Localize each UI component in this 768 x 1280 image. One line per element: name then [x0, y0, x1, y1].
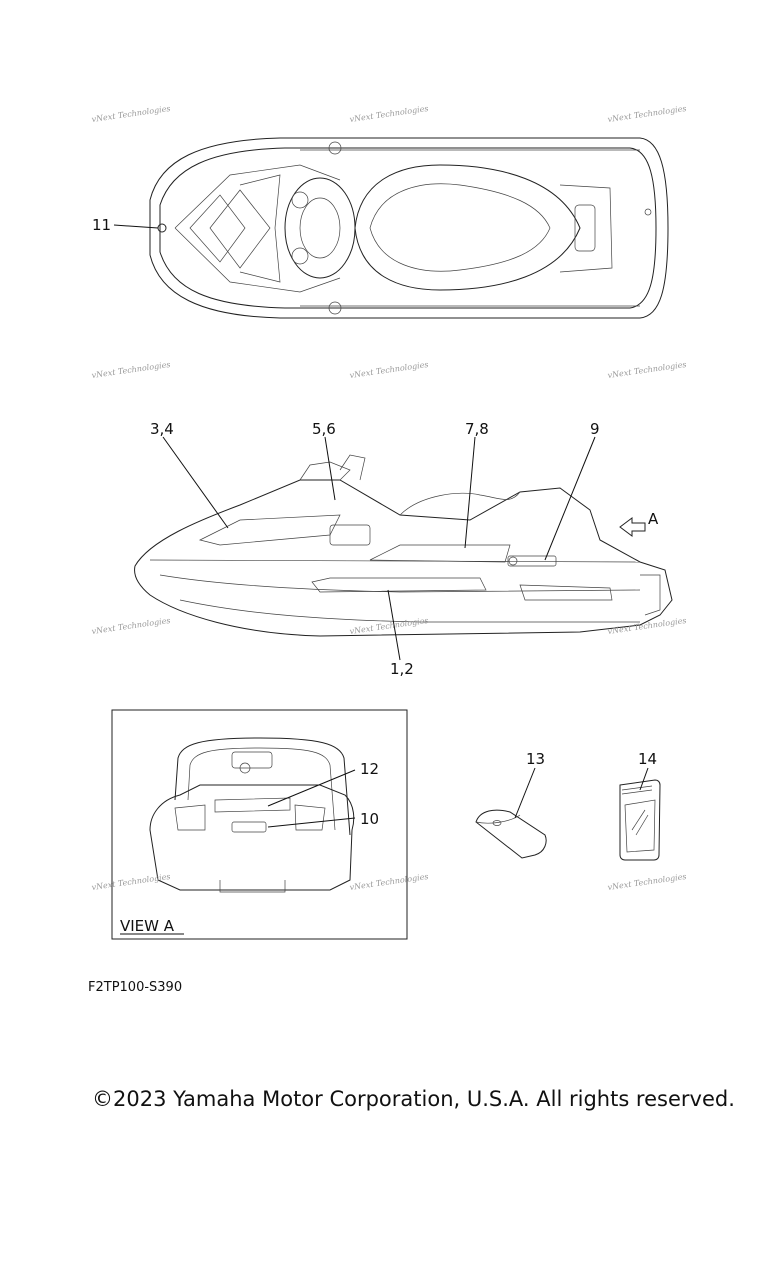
- part-code: F2TP100-S390: [88, 980, 182, 995]
- callout-10: 10: [360, 810, 379, 828]
- watermark: vNext Technologies: [349, 872, 429, 892]
- watermark: vNext Technologies: [91, 616, 171, 636]
- callout-12: 12: [360, 760, 379, 778]
- leader-1-2: [387, 589, 401, 661]
- callout-3-4: 3,4: [150, 420, 174, 438]
- leader-13: [514, 767, 536, 819]
- manual-pouch-13: [475, 809, 547, 859]
- leader-3-4: [162, 436, 229, 529]
- document-holder-14: [619, 779, 661, 861]
- watermark: vNext Technologies: [91, 360, 171, 380]
- watermark: vNext Technologies: [91, 104, 171, 124]
- watermark: vNext Technologies: [607, 872, 687, 892]
- copyright-notice: ©2023 Yamaha Motor Corporation, U.S.A. A…: [92, 1087, 735, 1111]
- watermark: vNext Technologies: [349, 104, 429, 124]
- callout-5-6: 5,6: [312, 420, 336, 438]
- view-a-frame: [111, 709, 408, 940]
- callout-1-2: 1,2: [390, 660, 414, 678]
- watermark: vNext Technologies: [349, 616, 429, 636]
- watermark: vNext Technologies: [607, 616, 687, 636]
- watermark: vNext Technologies: [91, 872, 171, 892]
- leader-9: [544, 436, 596, 561]
- leader-14: [639, 767, 649, 791]
- leader-7-8: [464, 436, 476, 549]
- leader-5-6: [324, 436, 336, 501]
- top-view-watercraft: [149, 137, 669, 319]
- callout-13: 13: [526, 750, 545, 768]
- rear-view-watercraft: [149, 737, 355, 893]
- callout-14: 14: [638, 750, 657, 768]
- callout-11: 11: [92, 216, 111, 234]
- watermark: vNext Technologies: [607, 104, 687, 124]
- watermarks: vNext Technologies vNext Technologies vN…: [91, 104, 687, 892]
- leader-10: [267, 817, 356, 828]
- watermark: vNext Technologies: [607, 360, 687, 380]
- callout-7-8: 7,8: [465, 420, 489, 438]
- side-view-watercraft: [134, 454, 673, 637]
- view-a-arrow-icon: [619, 517, 646, 537]
- watermark: vNext Technologies: [349, 360, 429, 380]
- callout-a: A: [648, 510, 659, 528]
- callout-9: 9: [590, 420, 600, 438]
- view-a-label: VIEW A: [120, 917, 175, 935]
- leader-11: [113, 224, 159, 229]
- leader-12: [267, 769, 356, 807]
